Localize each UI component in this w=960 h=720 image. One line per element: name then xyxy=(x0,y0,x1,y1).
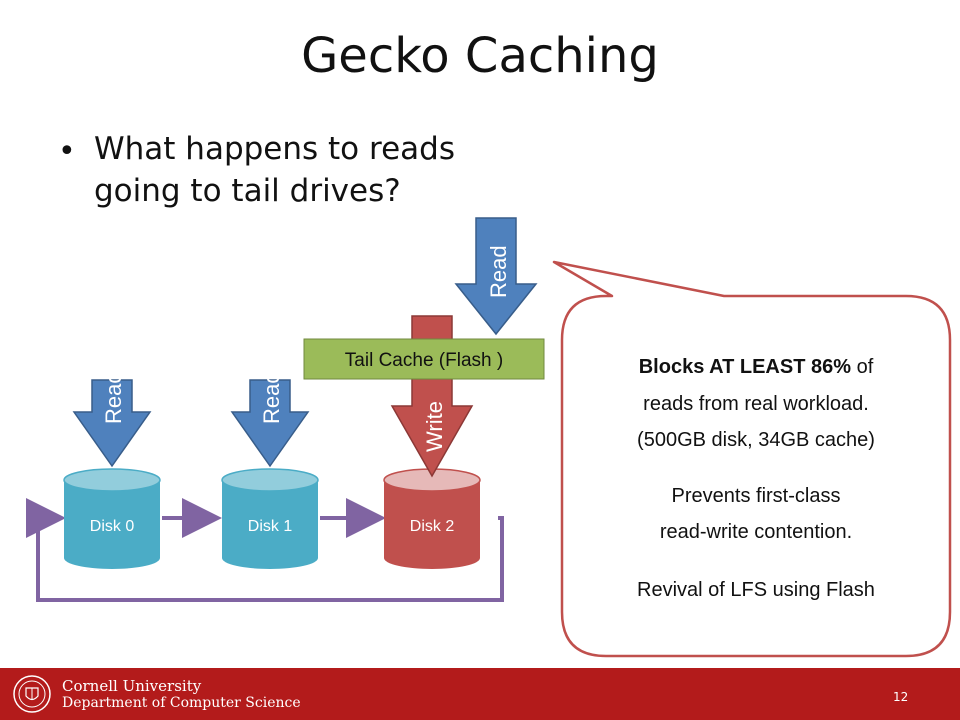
disk-1-label: Disk 1 xyxy=(248,518,293,535)
slide-title: Gecko Caching xyxy=(301,28,659,84)
disk-2-label: Disk 2 xyxy=(410,518,455,535)
footer-department: Department of Computer Science xyxy=(62,695,301,711)
bullet-dot: • xyxy=(58,134,76,169)
disk-1: Disk 1 xyxy=(221,468,319,569)
disk-2: Disk 2 xyxy=(383,468,481,569)
disk-0-label: Disk 0 xyxy=(90,518,135,535)
cornell-seal-icon xyxy=(13,675,51,713)
tail-cache-label: Tail Cache (Flash ) xyxy=(345,350,503,371)
callout-line4: Prevents first-class xyxy=(672,485,841,507)
callout-bubble: Blocks AT LEAST 86% of reads from real w… xyxy=(552,260,952,658)
callout-line3: (500GB disk, 34GB cache) xyxy=(637,429,875,451)
read-arrow-cache-label: Read xyxy=(486,245,511,298)
read-arrow-disk0-label: Read xyxy=(101,371,126,424)
writeback-loop-line xyxy=(26,498,504,602)
tail-cache: Tail Cache (Flash ) xyxy=(303,338,545,380)
read-arrow-disk1-label: Read xyxy=(259,371,284,424)
read-arrow-cache: Read xyxy=(454,217,538,336)
callout-line6: Revival of LFS using Flash xyxy=(637,579,875,601)
page-number: 12 xyxy=(893,690,909,704)
callout-line2: reads from real workload. xyxy=(643,393,869,415)
bullet-text: What happens to reads going to tail driv… xyxy=(94,131,455,209)
read-arrow-disk0: Read xyxy=(72,371,152,468)
write-arrow-disk2-label: Write xyxy=(422,401,447,452)
footer-bar: Cornell University Department of Compute… xyxy=(0,668,960,720)
disk-0: Disk 0 xyxy=(63,468,161,569)
footer-university: Cornell University xyxy=(62,677,202,695)
callout-line5: read-write contention. xyxy=(660,521,852,543)
callout-line1: Blocks AT LEAST 86% of xyxy=(639,356,874,378)
read-arrow-disk1: Read xyxy=(230,371,310,468)
